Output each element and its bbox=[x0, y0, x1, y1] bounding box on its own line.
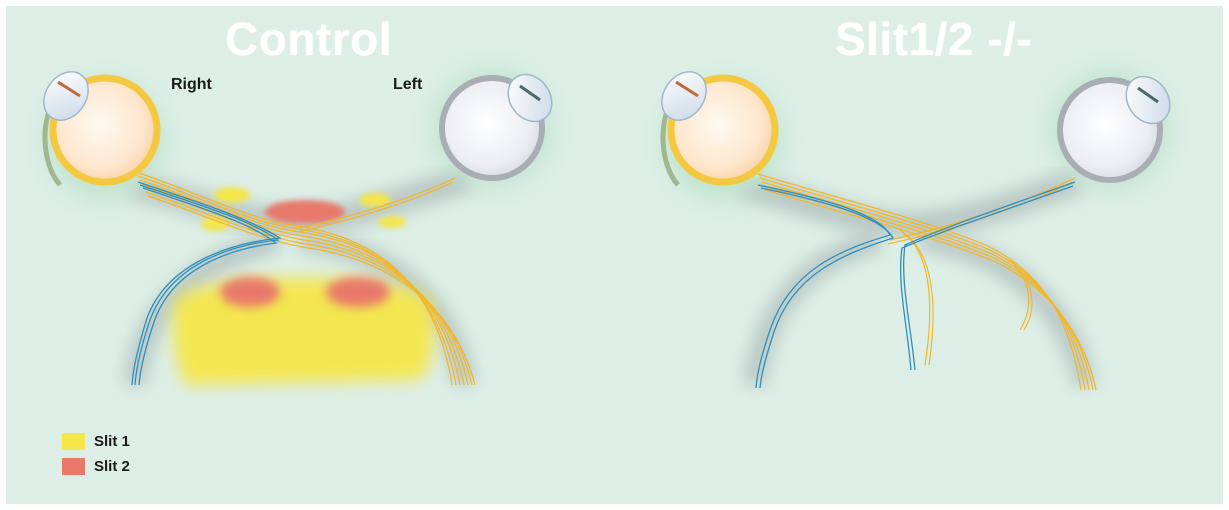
slit2-domain-lower-right bbox=[220, 277, 280, 307]
slit1-domain-upper-right bbox=[214, 187, 250, 203]
legend: Slit 1 Slit 2 bbox=[62, 430, 130, 480]
slit1-swatch bbox=[62, 433, 85, 450]
legend-item-slit2: Slit 2 bbox=[62, 455, 130, 477]
mutant-title: Slit1/2 -/- bbox=[835, 12, 1032, 66]
slit1-domain-lower bbox=[173, 278, 434, 386]
slit1-domain-mid-left bbox=[378, 216, 406, 228]
right-eye-label: Right bbox=[171, 76, 212, 94]
slit2-swatch bbox=[62, 458, 85, 475]
legend-label-slit1: Slit 1 bbox=[94, 433, 130, 450]
control-title: Control bbox=[225, 12, 392, 66]
legend-label-slit2: Slit 2 bbox=[94, 458, 130, 475]
legend-item-slit1: Slit 1 bbox=[62, 430, 130, 452]
left-eye-label: Left bbox=[393, 76, 422, 94]
slit2-domain-lower-left bbox=[326, 277, 390, 307]
